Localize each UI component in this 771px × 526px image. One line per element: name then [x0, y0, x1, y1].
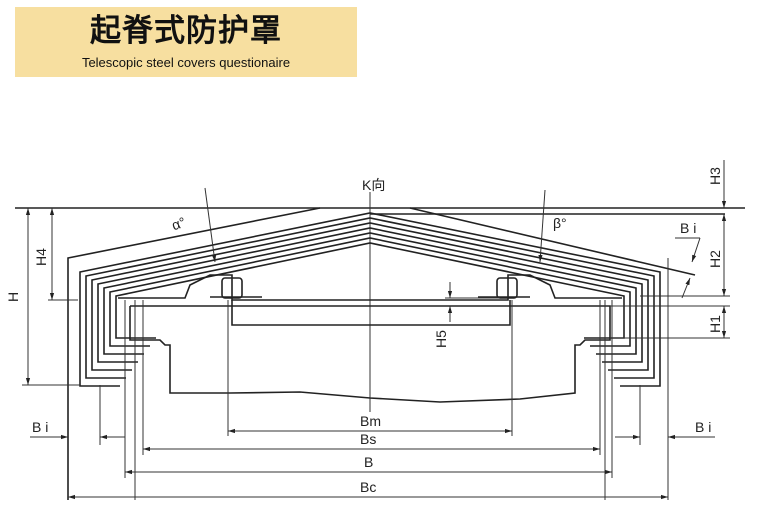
cover-layer — [79, 212, 661, 387]
bs-label: Bs — [360, 431, 376, 447]
title-chinese: 起脊式防护罩 — [90, 13, 282, 49]
h3-label: H3 — [707, 167, 723, 185]
bi-left-label: B i — [32, 419, 48, 435]
h5-label: H5 — [433, 330, 449, 348]
bi-top-label: B i — [680, 220, 696, 236]
bm-label: Bm — [360, 413, 381, 429]
title-english: Telescopic steel covers questionaire — [81, 55, 291, 70]
alpha-arrow — [204, 187, 217, 263]
cover-layer — [109, 237, 631, 347]
h4-label: H4 — [33, 248, 49, 266]
cover-layer — [91, 222, 649, 371]
bc-label: Bc — [360, 479, 376, 495]
b-label: B — [364, 454, 373, 470]
k-view-label: K向 — [362, 177, 385, 193]
nested-cover-layers — [79, 212, 661, 387]
beta-label: β° — [553, 215, 567, 231]
bi-top-arrow — [691, 237, 701, 263]
alpha-label: α° — [169, 214, 187, 234]
h1-label: H1 — [707, 315, 723, 333]
machine-body — [99, 274, 730, 500]
cover-layer — [103, 232, 637, 355]
outer-envelope-left — [67, 207, 321, 500]
h-label: H — [5, 292, 21, 302]
beta-arrow — [538, 189, 546, 263]
beta-slope-line — [409, 207, 696, 276]
title-banner: 起脊式防护罩 Telescopic steel covers questiona… — [15, 7, 357, 77]
cover-layer — [97, 227, 643, 363]
cover-layer — [85, 217, 655, 379]
bi-right-label: B i — [695, 419, 711, 435]
h2-label: H2 — [707, 250, 723, 268]
